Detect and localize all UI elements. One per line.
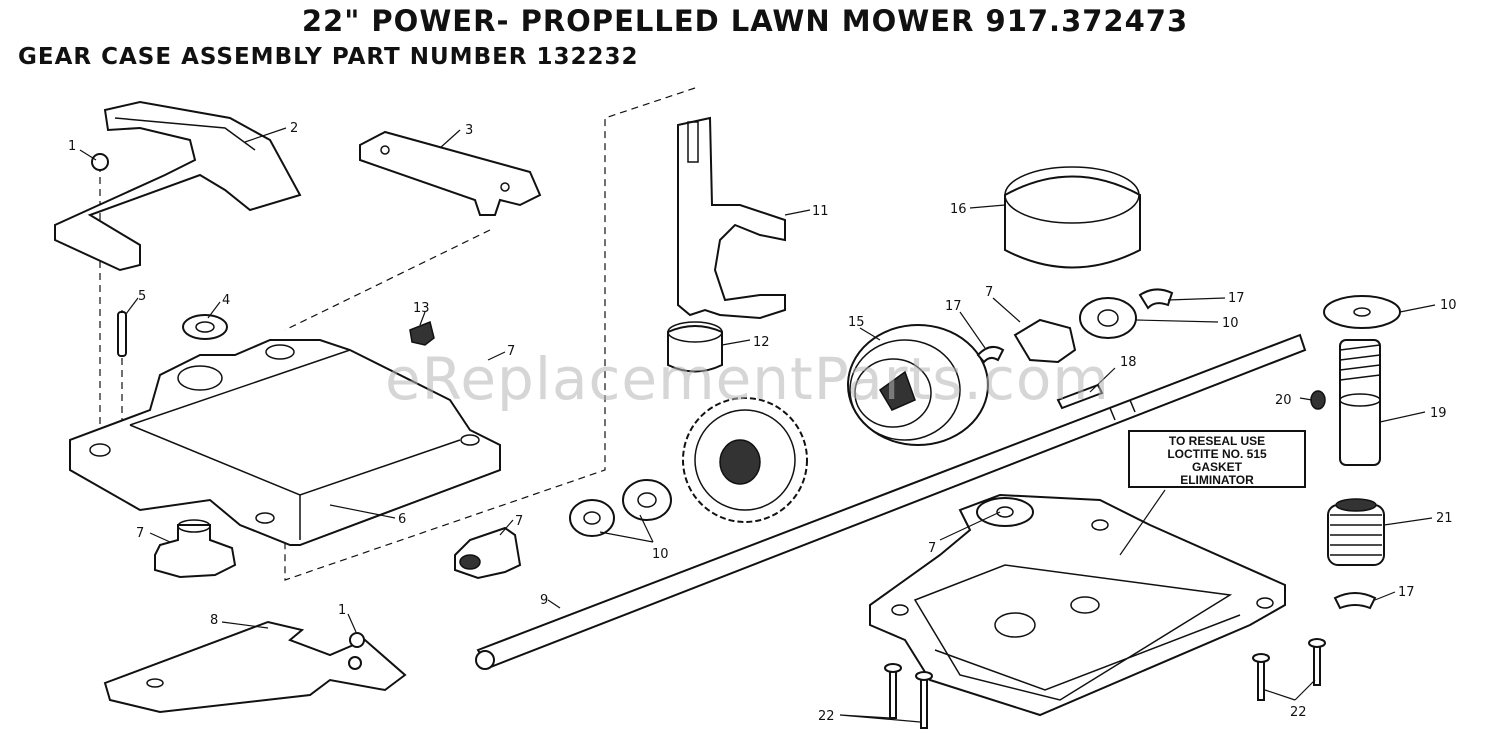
diagram-title: 22" POWER- PROPELLED LAWN MOWER 917.3724… (301, 4, 1189, 38)
callout-21: 21 (1436, 511, 1453, 526)
retaining-ring-part (1138, 288, 1174, 310)
bushing-part (1013, 318, 1077, 364)
callout-9: 9 (540, 593, 548, 608)
assembly-line (284, 87, 696, 581)
worm-shaft-part (1339, 339, 1381, 466)
note-line: LOCTITE NO. 515 (1167, 447, 1267, 461)
shifter-fork-part (677, 116, 786, 320)
plug-part (409, 320, 435, 346)
callout-8: 8 (210, 613, 218, 628)
callout-18: 18 (1120, 355, 1137, 370)
collar-part (667, 325, 723, 373)
screw-part (884, 663, 902, 719)
callout-6: 6 (398, 512, 406, 527)
band-part (1004, 175, 1141, 269)
screw-part (1308, 638, 1326, 686)
worm-gear-part (1327, 498, 1385, 566)
gear-case-cover-part (869, 493, 1286, 717)
callout-17: 17 (1398, 585, 1415, 600)
nut-part (91, 153, 109, 171)
callout-20: 20 (1275, 393, 1292, 408)
washer-part (1079, 297, 1137, 339)
callout-17: 17 (945, 299, 962, 314)
gear-case-housing-part (69, 339, 501, 546)
callout-7: 7 (507, 344, 515, 359)
retaining-ring-part (1333, 592, 1377, 610)
callout-3: 3 (465, 123, 473, 138)
callout-17: 17 (1228, 291, 1245, 306)
screw-part (915, 671, 933, 729)
retaining-ring-part (976, 345, 1005, 364)
bearing-part (182, 314, 228, 340)
pin-part (117, 311, 127, 357)
callout-5: 5 (138, 289, 146, 304)
callout-13: 13 (413, 301, 430, 316)
plate-part (103, 620, 407, 714)
assembly-line (284, 229, 491, 331)
callout-19: 19 (1430, 406, 1447, 421)
reseal-note-box: TO RESEAL USE LOCTITE NO. 515 GASKET ELI… (1128, 430, 1306, 488)
washer-part (622, 479, 672, 521)
note-line: GASKET (1191, 460, 1242, 474)
callout-1: 1 (68, 139, 76, 154)
callout-10: 10 (1222, 316, 1239, 331)
callout-7: 7 (515, 514, 523, 529)
watermark: eReplacementParts.com (385, 345, 1110, 413)
callout-7: 7 (985, 285, 993, 300)
callout-1: 1 (338, 603, 346, 618)
washer-part (1323, 295, 1401, 329)
callout-22: 22 (818, 709, 835, 724)
note-line: ELIMINATOR (1180, 473, 1254, 487)
callout-16: 16 (950, 202, 967, 217)
woodruff-key-part (1310, 390, 1326, 410)
callout-11: 11 (812, 204, 829, 219)
bushing-part (454, 526, 522, 580)
screw-part (1252, 653, 1270, 701)
callout-22: 22 (1290, 705, 1307, 720)
washer-part (569, 499, 615, 537)
callout-2: 2 (290, 121, 298, 136)
callout-15: 15 (848, 315, 865, 330)
callout-7: 7 (928, 541, 936, 556)
bushing-part (154, 524, 237, 579)
drive-gear-part (682, 397, 808, 523)
callout-12: 12 (753, 335, 770, 350)
callout-10: 10 (1440, 298, 1457, 313)
diagram-subtitle: GEAR CASE ASSEMBLY PART NUMBER 132232 (18, 44, 639, 70)
callout-4: 4 (222, 293, 230, 308)
note-line: TO RESEAL USE (1168, 434, 1266, 448)
lever-part (359, 130, 542, 216)
callout-7: 7 (136, 526, 144, 541)
callout-10: 10 (652, 547, 669, 562)
handle-bracket-part (54, 100, 302, 272)
